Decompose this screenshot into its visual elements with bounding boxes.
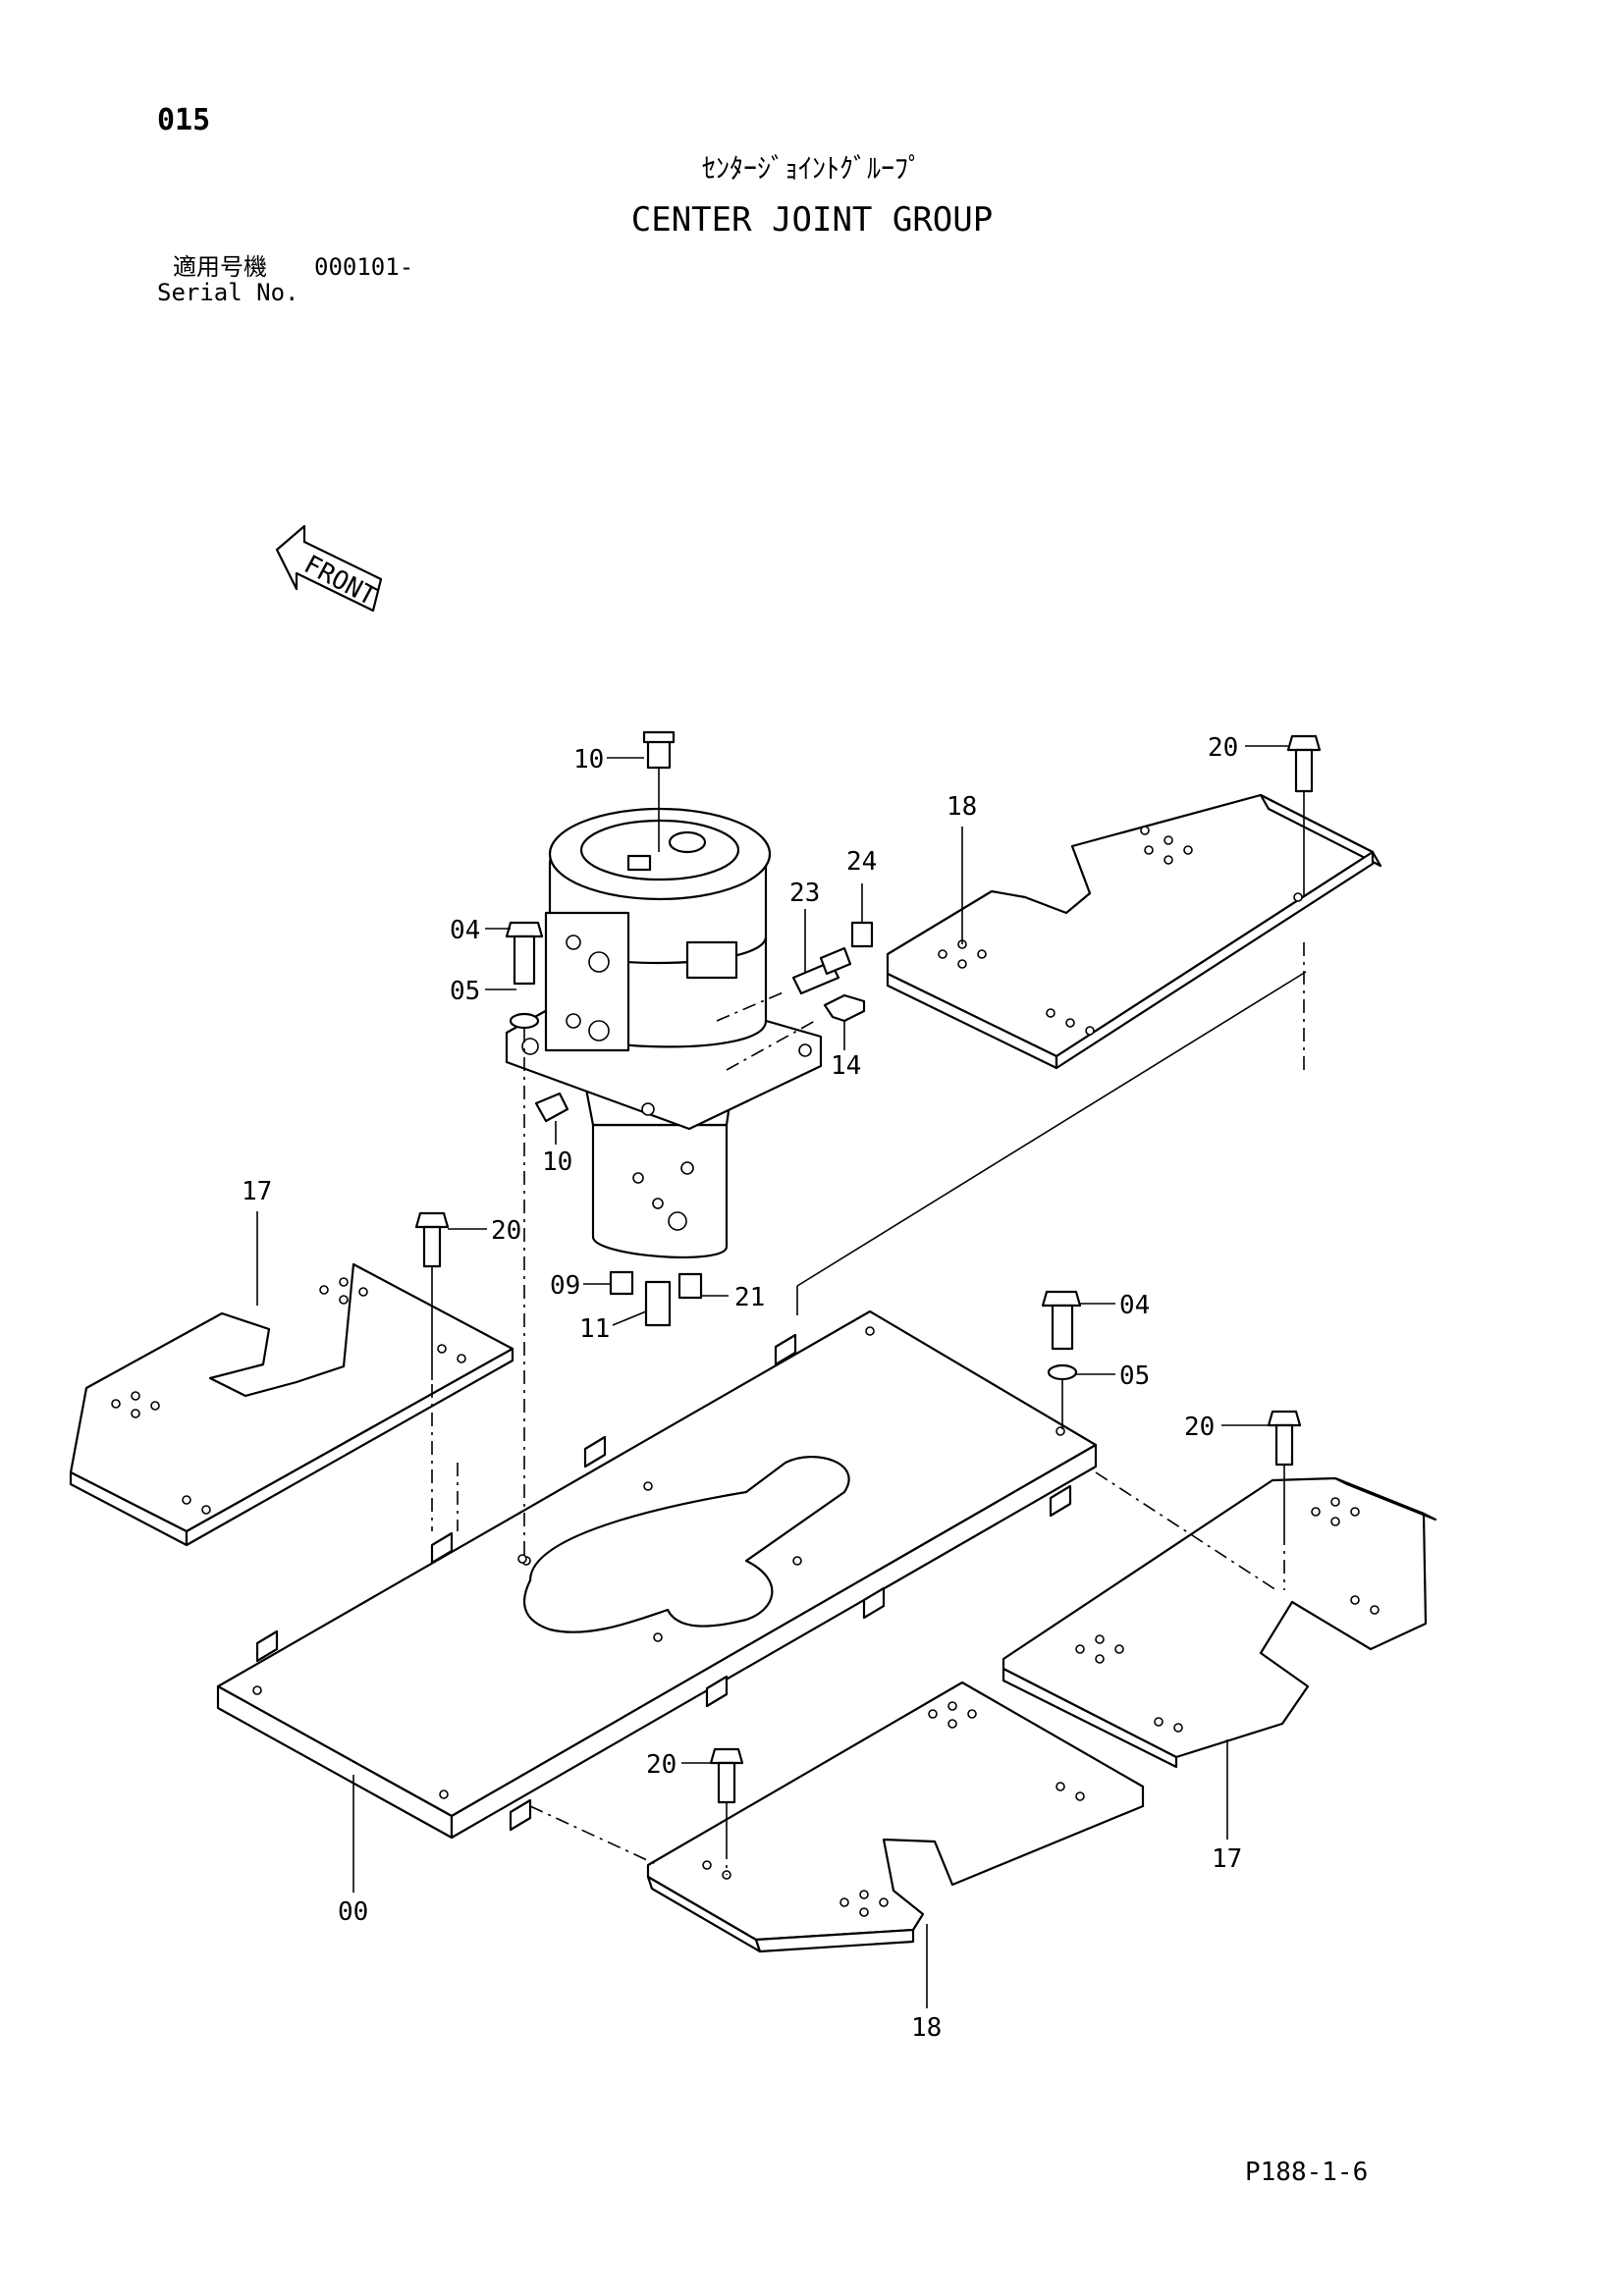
elbow-14: [823, 993, 866, 1023]
callout-10-top: 10: [573, 745, 604, 774]
callout-18-lower: 18: [911, 2013, 942, 2043]
callout-23: 23: [789, 879, 820, 908]
callout-17-right: 17: [1212, 1844, 1242, 1874]
cover-17-left: [69, 1262, 514, 1547]
base-plate: [216, 1309, 1098, 1840]
callout-20-lower: 20: [646, 1750, 677, 1780]
callout-10-side: 10: [542, 1148, 572, 1177]
bolt-20-left: [414, 1211, 450, 1380]
front-arrow-icon: FRONT: [275, 524, 383, 613]
serial-label: Serial No.: [157, 279, 299, 306]
callout-05-right: 05: [1119, 1362, 1150, 1391]
washer-05-right: [1047, 1363, 1078, 1381]
plug-24: [850, 921, 874, 948]
callout-18-upper: 18: [947, 792, 977, 822]
callout-20-upper: 20: [1208, 733, 1238, 763]
callout-21: 21: [734, 1283, 765, 1312]
plug-21: [677, 1272, 703, 1300]
bolt-04-right: [1041, 1290, 1082, 1351]
page-title-japanese: ｾﾝﾀｰｼﾞｮｲﾝﾄｸﾞﾙｰﾌﾟ: [701, 152, 922, 185]
page-title: CENTER JOINT GROUP: [630, 200, 994, 240]
center-joint: [505, 807, 823, 1258]
page-number: 015: [157, 103, 211, 137]
plug-10-side: [534, 1092, 569, 1123]
callout-11: 11: [579, 1314, 610, 1344]
cover-18-lower: [646, 1681, 1145, 1953]
callout-17-left: 17: [242, 1177, 272, 1206]
callout-04-top: 04: [450, 916, 480, 945]
serial-label-japanese: 適用号機: [173, 253, 267, 281]
plug-10-top: [642, 730, 676, 852]
serial-number-range: 000101-: [314, 253, 414, 281]
callout-24: 24: [846, 847, 877, 877]
cover-18-upper: [886, 793, 1382, 1070]
callout-20-right: 20: [1184, 1413, 1215, 1442]
bolt-20-upper-right: [1286, 734, 1322, 897]
callout-20-left: 20: [491, 1216, 521, 1246]
washer-05-top: [509, 1012, 540, 1030]
callout-14: 14: [831, 1051, 861, 1081]
plug-09: [609, 1270, 634, 1296]
callout-09: 09: [550, 1271, 580, 1301]
bolt-20-lower: [709, 1747, 744, 1845]
alignment-lines: [431, 942, 1307, 1875]
callouts: 10 04 05 23 24 14 10 09 11 21 18 20 17 2…: [242, 733, 1288, 2043]
drawing-code: P188-1-6: [1245, 2158, 1369, 2187]
fittings: [505, 730, 1082, 1429]
bolt-04-top: [505, 921, 544, 986]
callout-04-right: 04: [1119, 1291, 1150, 1320]
callout-00: 00: [338, 1897, 368, 1927]
connector-11: [644, 1280, 672, 1327]
cover-17-right: [1001, 1476, 1437, 1769]
callout-05-top: 05: [450, 977, 480, 1006]
bolt-20-right: [1267, 1410, 1302, 1531]
adapter-23: [791, 946, 852, 995]
